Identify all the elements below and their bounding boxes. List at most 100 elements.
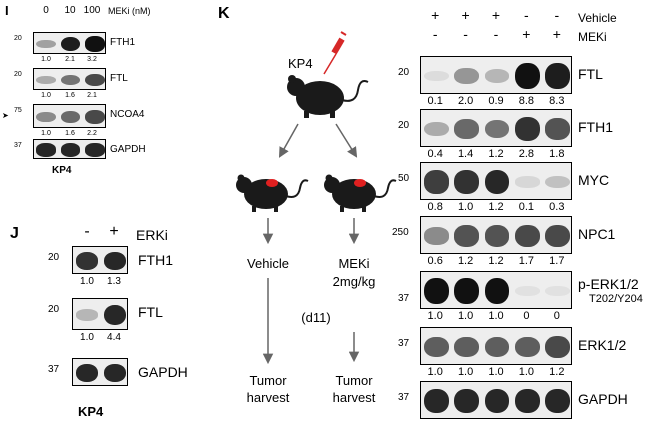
quant-value: 0.9 — [488, 95, 504, 107]
blot-i-gapdh — [33, 139, 106, 159]
protein-label: FTL — [138, 304, 163, 320]
panel-k-letter: K — [218, 5, 230, 22]
band — [423, 227, 449, 245]
sign-label: + — [109, 223, 119, 240]
band — [484, 119, 510, 139]
blot-k-p-erk1-2 — [420, 271, 572, 309]
band — [484, 225, 510, 247]
quant-value: 8.3 — [549, 95, 565, 107]
band — [514, 116, 540, 141]
k-row-meki-label: MEKi — [578, 30, 607, 44]
quant-value: 1.7 — [549, 255, 565, 267]
band — [545, 63, 571, 89]
harvest-meki-l2: harvest — [333, 390, 376, 405]
panel-j-letter: J — [10, 225, 19, 242]
protein-label: FTH1 — [110, 37, 135, 48]
blot-j-gapdh — [72, 358, 128, 386]
phospho-site-label: T202/Y204 — [589, 293, 643, 305]
protein-label: GAPDH — [138, 364, 188, 380]
quant-value: 1.0 — [457, 310, 474, 322]
band — [545, 224, 571, 248]
protein-label: FTH1 — [138, 252, 173, 268]
band — [545, 175, 571, 189]
band — [514, 285, 540, 297]
harvest-vehicle-l1: Tumor — [249, 373, 287, 388]
blot-j-ftl — [72, 298, 128, 330]
band — [545, 285, 571, 297]
blot-k-gapdh — [420, 381, 572, 419]
quant-value: 1.0 — [41, 92, 51, 99]
band — [103, 304, 127, 326]
quant-value: 0.3 — [549, 201, 565, 213]
quant-value: 1.0 — [80, 332, 94, 343]
band — [60, 74, 81, 86]
arrow-to-vehicle — [278, 123, 299, 158]
quant-value: 1.2 — [488, 255, 504, 267]
tumor-vehicle-icon — [266, 179, 278, 187]
mw-marker: 20 — [14, 71, 22, 78]
quant-value: 0 — [523, 310, 530, 322]
band — [60, 110, 81, 124]
mw-marker: 20 — [48, 304, 60, 315]
quant-value: 2.1 — [65, 56, 75, 63]
k-row-vehicle-label: Vehicle — [578, 11, 617, 25]
band — [454, 277, 480, 305]
harvest-vehicle-l2: harvest — [247, 390, 290, 405]
quant-value: 0.4 — [427, 148, 443, 160]
band — [75, 363, 99, 383]
mw-marker: 20 — [398, 120, 410, 131]
band — [60, 143, 81, 157]
quant-value: 1.0 — [457, 366, 474, 378]
protein-label: FTH1 — [578, 119, 613, 135]
blot-i-ftl — [33, 68, 106, 90]
timepoint-label: (d11) — [301, 310, 330, 325]
quant-value: 1.8 — [549, 148, 565, 160]
quant-value: 0.8 — [427, 201, 443, 213]
quant-value: 1.6 — [65, 92, 75, 99]
band — [545, 388, 571, 414]
quant-value: 0.1 — [427, 95, 443, 107]
dose-label: 0 — [43, 5, 49, 16]
panel-i-treatment-label: MEKi (nM) — [108, 6, 151, 16]
band — [454, 169, 480, 194]
band — [484, 277, 510, 305]
quant-value: 1.0 — [457, 201, 474, 213]
quant-value: 1.2 — [549, 366, 565, 378]
protein-label: GAPDH — [578, 391, 628, 407]
panel-i-arrow: ➤ — [2, 111, 9, 120]
band — [545, 335, 571, 359]
protein-label: NPC1 — [578, 226, 616, 242]
mw-marker: 37 — [14, 142, 22, 149]
vehicle-sign: - — [524, 7, 529, 23]
mouse-top-icon — [287, 75, 369, 118]
vehicle-sign: + — [491, 7, 501, 23]
meki-sign: - — [463, 26, 468, 42]
quant-value: 1.3 — [107, 276, 121, 287]
vehicle-sign: + — [461, 7, 470, 23]
band — [454, 119, 480, 139]
meki-sign: - — [493, 26, 499, 42]
protein-label: MYC — [578, 172, 610, 188]
protein-label: FTL — [578, 66, 603, 82]
band — [423, 388, 449, 414]
quant-value: 1.0 — [427, 366, 443, 378]
quant-value: 2.8 — [518, 148, 535, 160]
quant-value: 8.8 — [518, 95, 535, 107]
mw-marker: 75 — [14, 107, 22, 114]
quant-value: 1.0 — [427, 310, 443, 322]
mw-marker: 37 — [398, 392, 410, 403]
band — [103, 251, 127, 271]
band — [454, 388, 480, 414]
mw-marker: 50 — [398, 173, 410, 184]
quant-value: 2.0 — [457, 95, 474, 107]
band — [36, 39, 57, 49]
panel-k-mouse-label: KP4 — [288, 56, 313, 71]
band — [454, 336, 480, 358]
vehicle-sign: + — [431, 7, 440, 23]
harvest-meki-l1: Tumor — [335, 373, 373, 388]
band — [36, 75, 57, 85]
band — [484, 388, 510, 414]
protein-label: ERK1/2 — [578, 337, 627, 353]
band — [75, 309, 99, 321]
blot-k-npc1 — [420, 216, 572, 254]
